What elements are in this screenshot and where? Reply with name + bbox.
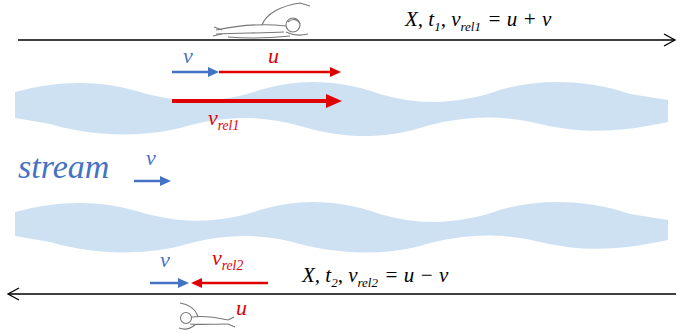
arrow-head [191,278,202,288]
arrow-head [160,176,171,186]
arrow-head [8,288,19,300]
stream-label: stream [18,148,109,185]
equation-label-group: X, t1, vrel1 = u + v [405,8,551,34]
arrow-head [208,67,219,77]
arrow-head [664,34,675,46]
velocity-arrow [134,180,162,183]
equation-label: X, t [302,263,331,287]
velocity-label: u [268,43,279,68]
arrow-head [178,278,189,288]
velocity-arrow [200,282,268,285]
equation-label: X, t [405,7,434,31]
velocity-label: v [208,105,218,130]
velocity-arrow [219,71,332,74]
velocity-label-group: vrel2 [212,246,243,273]
wave-band [15,202,668,252]
stream-label-group: stream [18,148,109,185]
velocity-label-group: vrel1 [208,106,239,133]
velocity-arrow [172,99,328,103]
subscript-label: rel1 [461,19,481,34]
velocity-label-group: u [268,44,279,68]
velocity-label: v [212,245,222,270]
velocity-label: v [160,247,170,272]
velocity-arrow [172,71,210,74]
equation-label: , v [338,263,358,287]
velocity-label: u [236,295,247,320]
equation-label: , v [441,7,461,31]
equation-label: = u − v [384,263,448,287]
subscript-label: rel2 [222,258,243,273]
equation-label: = u + v [487,7,551,31]
velocity-label-group: u [236,296,247,320]
subscript-label: 1 [434,19,441,34]
axis-line [9,293,676,294]
wave-band [15,82,668,136]
subscript-label: rel2 [358,275,378,290]
velocity-label: v [183,43,193,68]
arrow-head [330,67,341,77]
velocity-label-group: v [146,146,156,170]
velocity-label-group: v [183,44,193,68]
swimmer-figure [179,303,235,329]
arrow-head [326,94,342,108]
velocity-label-group: v [160,248,170,272]
swimmer-figure [213,3,310,38]
velocity-label: v [146,145,156,170]
equation-label-group: X, t2, vrel2 = u − v [302,264,448,290]
subscript-label: 2 [331,275,338,290]
velocity-arrow [150,282,180,285]
axis-line [18,39,674,40]
subscript-label: rel1 [218,118,239,133]
